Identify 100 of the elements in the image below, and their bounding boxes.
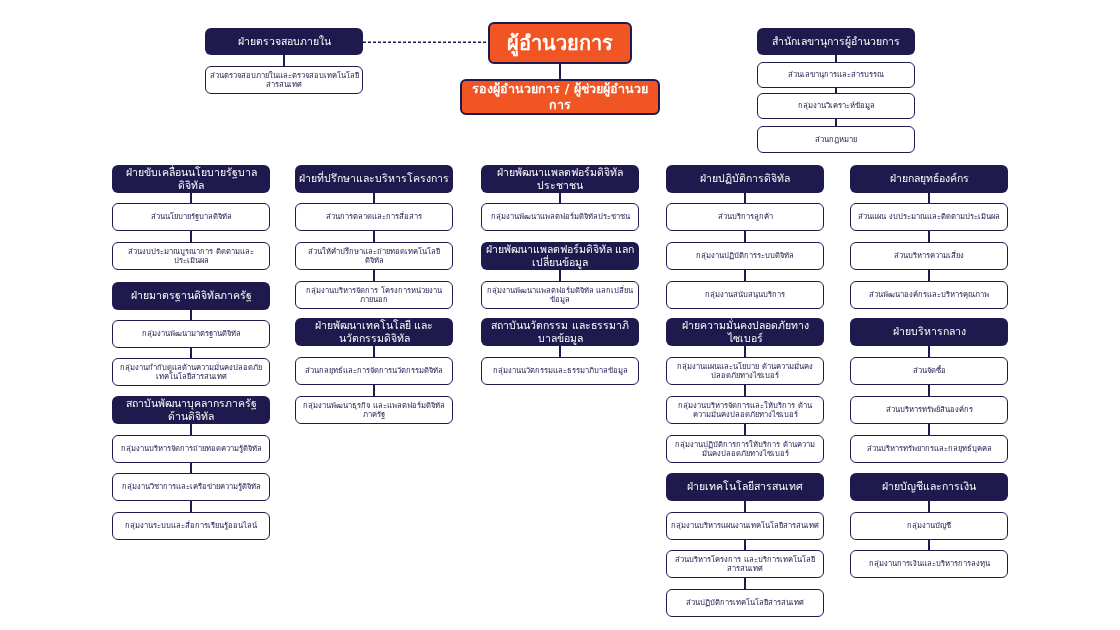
unit-box xyxy=(295,357,453,385)
director-box xyxy=(460,79,660,115)
unit-box xyxy=(481,203,639,231)
unit-box xyxy=(666,589,824,617)
connector-line xyxy=(190,462,192,474)
unit-box xyxy=(666,550,824,578)
connector-line xyxy=(283,54,285,67)
unit-box xyxy=(666,357,824,385)
connector-line xyxy=(744,577,746,590)
connector-line xyxy=(928,345,930,358)
connector-line xyxy=(928,423,930,436)
position-title: รองผู้อำนวยการ / ผู้ช่วยผู้อำนวยการ xyxy=(471,81,649,113)
department-name: ฝ่ายพัฒนาเทคโนโลยี และนวัตกรรมดิจิทัล xyxy=(313,318,435,346)
unit-box xyxy=(666,242,824,270)
unit-box xyxy=(112,242,270,270)
department-name: สถาบันนวัตกรรม และธรรมาภิบาลข้อมูล xyxy=(490,318,630,346)
connector-line xyxy=(928,384,930,397)
department-header xyxy=(295,165,453,193)
unit-box xyxy=(112,473,270,501)
department-header xyxy=(481,165,639,193)
connector-line xyxy=(744,500,746,513)
unit-box xyxy=(112,435,270,463)
connector-line xyxy=(835,54,837,63)
department-name: ฝ่ายกลยุทธ์องค์กร xyxy=(889,172,969,186)
department-header xyxy=(850,473,1008,501)
unit-box xyxy=(850,512,1008,540)
department-header xyxy=(112,282,270,310)
connector-line xyxy=(928,500,930,513)
connector-line xyxy=(928,539,930,551)
unit-box xyxy=(112,358,270,386)
department-name: ฝ่ายตรวจสอบภายใน xyxy=(237,34,331,49)
department-header xyxy=(295,318,453,346)
unit-box xyxy=(757,126,915,153)
unit-box xyxy=(666,396,824,424)
department-name: ฝ่ายมาตรฐานดิจิทัลภาครัฐ xyxy=(130,289,252,303)
department-name: ฝ่ายบัญชีและการเงิน xyxy=(882,480,976,494)
department-header xyxy=(666,165,824,193)
department-header xyxy=(205,28,363,55)
connector-line xyxy=(190,309,192,321)
unit-box xyxy=(850,203,1008,231)
unit-box xyxy=(757,93,915,119)
unit-box xyxy=(295,396,453,424)
unit-box xyxy=(481,357,639,385)
department-name: ฝ่ายขับเคลื่อนนโยบายรัฐบาลดิจิทัล xyxy=(124,165,258,193)
unit-box xyxy=(850,357,1008,385)
connector-line xyxy=(744,269,746,282)
department-name: สำนักเลขานุการผู้อำนวยการ xyxy=(772,34,900,49)
unit-box xyxy=(112,320,270,348)
connector-line xyxy=(928,192,930,204)
connector-line xyxy=(744,539,746,551)
connector-line xyxy=(744,384,746,397)
connector-line xyxy=(744,423,746,436)
unit-box xyxy=(295,203,453,231)
connector-line xyxy=(559,345,561,358)
connector-line xyxy=(744,230,746,243)
department-header xyxy=(112,396,270,424)
unit-box xyxy=(666,512,824,540)
connector-line xyxy=(190,192,192,204)
connector-line xyxy=(373,269,375,282)
unit-box xyxy=(850,396,1008,424)
connector-line xyxy=(835,87,837,94)
unit-box xyxy=(295,281,453,309)
connector-line xyxy=(928,269,930,282)
department-header xyxy=(757,28,915,55)
department-name: ฝ่ายพัฒนาแพลตฟอร์มดิจิทัล ประชาชน xyxy=(496,165,624,193)
unit-box xyxy=(850,281,1008,309)
connector-line xyxy=(744,192,746,204)
department-header xyxy=(666,473,824,501)
department-name: ฝ่ายปฏิบัติการดิจิทัล xyxy=(700,172,790,186)
connector-line xyxy=(559,63,561,80)
department-name: ฝ่ายความมั่นคงปลอดภัยทางไซเบอร์ xyxy=(680,318,810,346)
connector-line xyxy=(559,269,561,282)
unit-box xyxy=(112,203,270,231)
department-name: ฝ่ายบริหารกลาง xyxy=(892,325,966,339)
connector-line xyxy=(835,118,837,127)
department-header xyxy=(850,165,1008,193)
connector-line xyxy=(928,230,930,243)
connector-line xyxy=(190,347,192,359)
position-title: ผู้อำนวยการ xyxy=(507,30,613,56)
department-header xyxy=(112,165,270,193)
unit-box xyxy=(666,281,824,309)
unit-box xyxy=(757,62,915,88)
connector-line xyxy=(373,230,375,243)
unit-box xyxy=(850,435,1008,463)
unit-box xyxy=(850,550,1008,578)
department-name: ฝ่ายเทคโนโลยีสารสนเทศ xyxy=(687,480,803,494)
connector-line xyxy=(190,500,192,513)
unit-box xyxy=(666,435,824,463)
unit-box xyxy=(295,242,453,270)
connector-line xyxy=(190,230,192,243)
connector-line xyxy=(373,345,375,358)
unit-box xyxy=(850,242,1008,270)
department-name: สถาบันพัฒนาบุคลากรภาครัฐ ด้านดิจิทัล xyxy=(124,396,258,424)
department-header xyxy=(666,318,824,346)
connector-line xyxy=(373,192,375,204)
dotted-connector xyxy=(362,41,489,44)
connector-line xyxy=(373,384,375,397)
unit-box xyxy=(112,512,270,540)
unit-box xyxy=(666,203,824,231)
connector-line xyxy=(744,345,746,358)
